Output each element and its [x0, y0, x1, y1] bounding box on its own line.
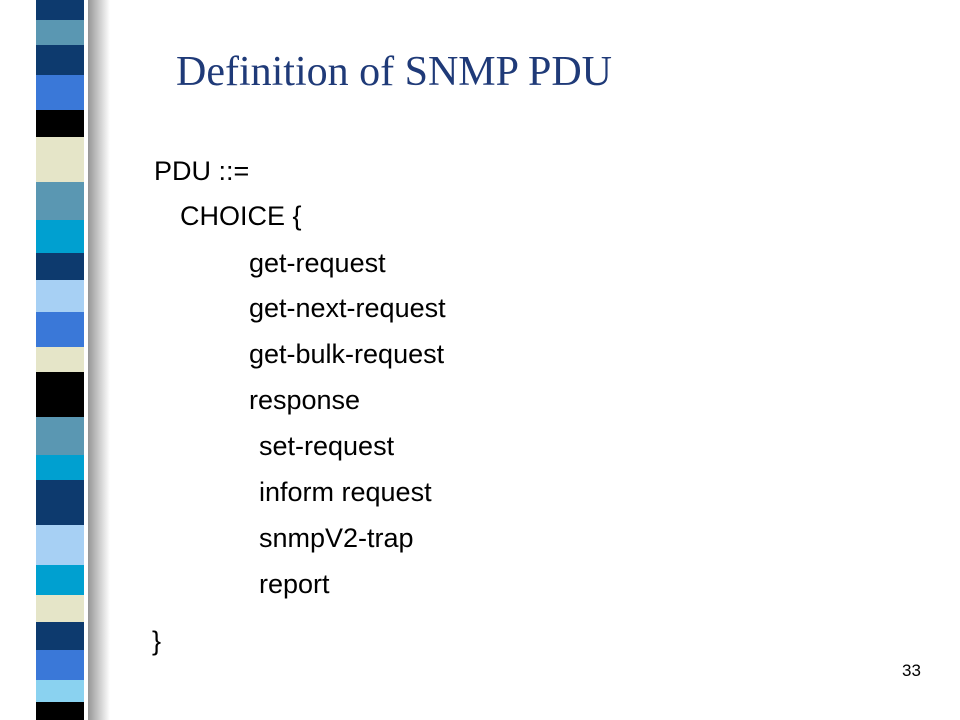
choice-option: get-bulk-request	[249, 339, 445, 369]
choice-option: get-request	[249, 248, 386, 278]
closing-brace: }	[152, 626, 162, 656]
choice-option: response	[249, 385, 361, 415]
choice-option: inform request	[259, 477, 432, 507]
choice-option: set-request	[259, 431, 395, 461]
choice-option: get-next-request	[249, 293, 446, 323]
choice-open: CHOICE {	[180, 201, 302, 231]
pdu-header: PDU ::=	[154, 156, 250, 186]
choice-option: snmpV2-trap	[259, 523, 414, 553]
slide-title: Definition of SNMP PDU	[176, 49, 612, 95]
decorative-strip	[36, 0, 110, 720]
page-number: 33	[902, 661, 921, 680]
choice-option: report	[259, 569, 330, 599]
